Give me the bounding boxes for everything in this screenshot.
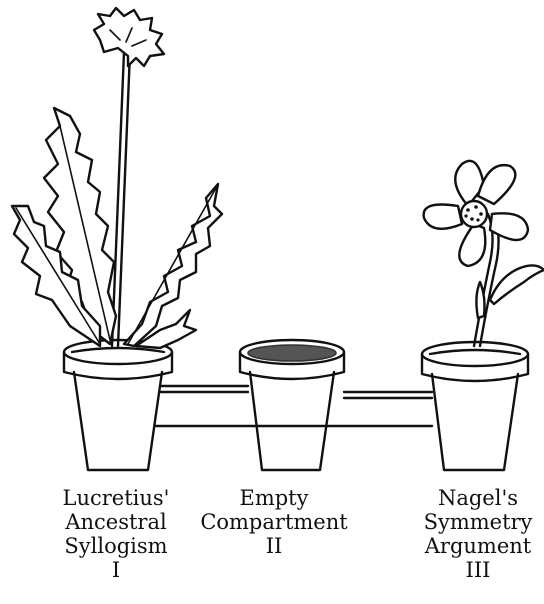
label-line: Symmetry [388,510,544,534]
flower-icon [424,161,544,346]
label-line: Argument [388,534,544,558]
dandelion-icon [12,8,222,348]
roman-numeral: III [388,558,544,582]
pot-1 [64,340,172,470]
label-line: Compartment [184,510,364,534]
pot-2 [240,340,344,470]
pot-3 [422,342,528,470]
compartment-label-2: Empty Compartment II [184,486,364,558]
label-line: Syllogism [26,534,206,558]
roman-numeral: I [26,558,206,582]
compartment-label-1: Lucretius' Ancestral Syllogism I [26,486,206,582]
compartment-label-3: Nagel's Symmetry Argument III [388,486,544,582]
connecting-tray [156,386,432,426]
label-line: Lucretius' [26,486,206,510]
label-line: Nagel's [388,486,544,510]
label-line: Ancestral [26,510,206,534]
roman-numeral: II [184,534,364,558]
label-line: Empty [184,486,364,510]
soil [248,345,336,361]
